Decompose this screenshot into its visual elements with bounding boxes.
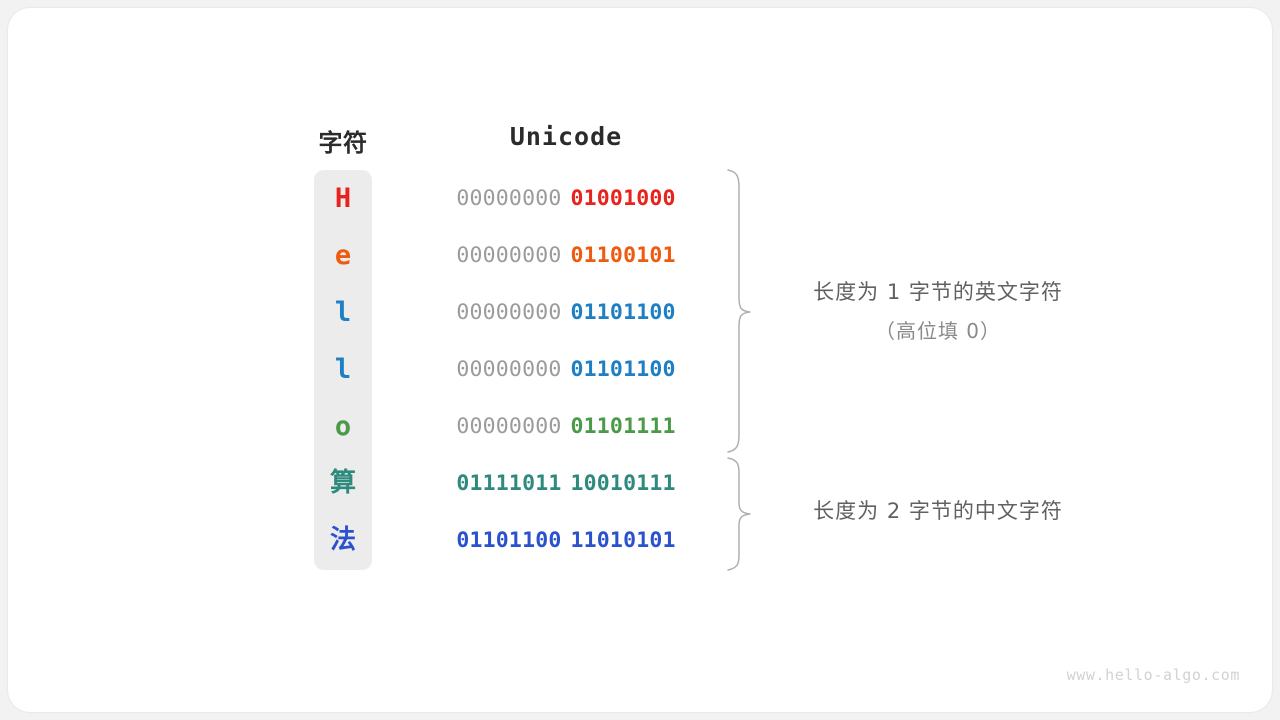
binary-row: 00000000 01100101: [428, 227, 704, 284]
annotation-one-byte: 长度为 1 字节的英文字符 （高位填 0）: [768, 276, 1108, 344]
binary-row: 00000000 01101100: [428, 341, 704, 398]
binary-high-byte: 00000000: [456, 414, 562, 439]
character-cell: l: [334, 354, 352, 385]
character-cell: e: [334, 240, 352, 271]
character-cell: 法: [329, 525, 356, 555]
annotation-one-byte-line1: 长度为 1 字节的英文字符: [813, 280, 1063, 304]
character-cell: H: [334, 183, 352, 214]
binary-low-byte: 01001000: [570, 186, 676, 211]
binary-high-byte: 01111011: [456, 471, 562, 496]
column-header-unicode: Unicode: [509, 122, 623, 151]
binary-low-byte: 01101100: [570, 357, 676, 382]
brace-one-byte-group: [727, 169, 751, 453]
binary-high-byte: 00000000: [456, 186, 562, 211]
binary-low-byte: 01101111: [570, 414, 676, 439]
character-cell: l: [334, 297, 352, 328]
annotation-two-byte-line1: 长度为 2 字节的中文字符: [813, 499, 1063, 523]
binary-high-byte: 00000000: [456, 357, 562, 382]
annotation-one-byte-line2: （高位填 0）: [874, 319, 1002, 343]
binary-low-byte: 11010101: [570, 528, 676, 553]
brace-two-byte-group: [727, 457, 751, 571]
binary-row: 00000000 01101111: [428, 398, 704, 455]
watermark: www.hello-algo.com: [1066, 666, 1240, 684]
binary-low-byte: 10010111: [570, 471, 676, 496]
binary-high-byte: 01101100: [456, 528, 562, 553]
binary-high-byte: 00000000: [456, 243, 562, 268]
character-cell: o: [334, 411, 352, 442]
binary-row: 01111011 10010111: [428, 455, 704, 512]
binary-high-byte: 00000000: [456, 300, 562, 325]
binary-row: 01101100 11010101: [428, 512, 704, 569]
binary-low-byte: 01100101: [570, 243, 676, 268]
column-header-char: 字符: [318, 130, 368, 157]
character-cell: 算: [329, 468, 356, 498]
binary-low-byte: 01101100: [570, 300, 676, 325]
annotation-two-byte: 长度为 2 字节的中文字符: [768, 495, 1108, 525]
binary-row: 00000000 01101100: [428, 284, 704, 341]
binary-row: 00000000 01001000: [428, 170, 704, 227]
